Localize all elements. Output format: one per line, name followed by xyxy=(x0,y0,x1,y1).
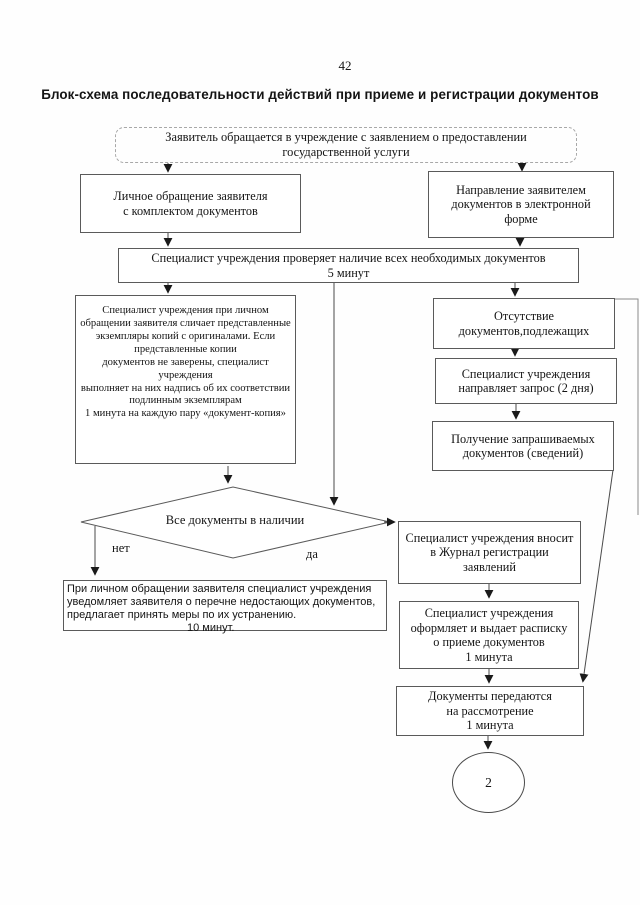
start-node: Заявитель обращается в учреждение с заяв… xyxy=(115,127,577,163)
journal-registration-box: Специалист учреждения вносит в Журнал ре… xyxy=(398,521,581,584)
decision-label: Все документы в наличии xyxy=(165,513,305,527)
send-request-box: Специалист учреждения направляет запрос … xyxy=(435,358,617,404)
absence-documents-box: Отсутствие документов,подлежащих xyxy=(433,298,615,349)
connector-circle: 2 xyxy=(452,752,525,813)
issue-receipt-box: Специалист учреждения оформляет и выдает… xyxy=(399,601,579,669)
notify-duration: 10 минут. xyxy=(187,621,235,634)
side-connector-line xyxy=(613,298,639,515)
branch-no-label: нет xyxy=(112,541,130,555)
transfer-documents-box: Документы передаются на рассмотрение 1 м… xyxy=(396,686,584,736)
arrow-receive-to-transfer xyxy=(579,469,614,683)
page-number: 42 xyxy=(338,58,352,73)
electronic-submission-box: Направление заявителем документов в элек… xyxy=(428,171,614,238)
notify-missing-documents-box: При личном обращении заявителя специалис… xyxy=(63,580,387,634)
branch-yes-label: да xyxy=(306,547,318,561)
compare-copies-box: Специалист учреждения при личном обращен… xyxy=(75,295,296,464)
check-documents-box: Специалист учреждения проверяет наличие … xyxy=(118,248,579,283)
arrow-lines xyxy=(90,162,614,750)
personal-visit-box: Личное обращение заявителя с комплектом … xyxy=(80,174,301,233)
receive-documents-box: Получение запрашиваемых документов (свед… xyxy=(432,421,614,471)
page-title: Блок-схема последовательности действий п… xyxy=(41,87,599,102)
